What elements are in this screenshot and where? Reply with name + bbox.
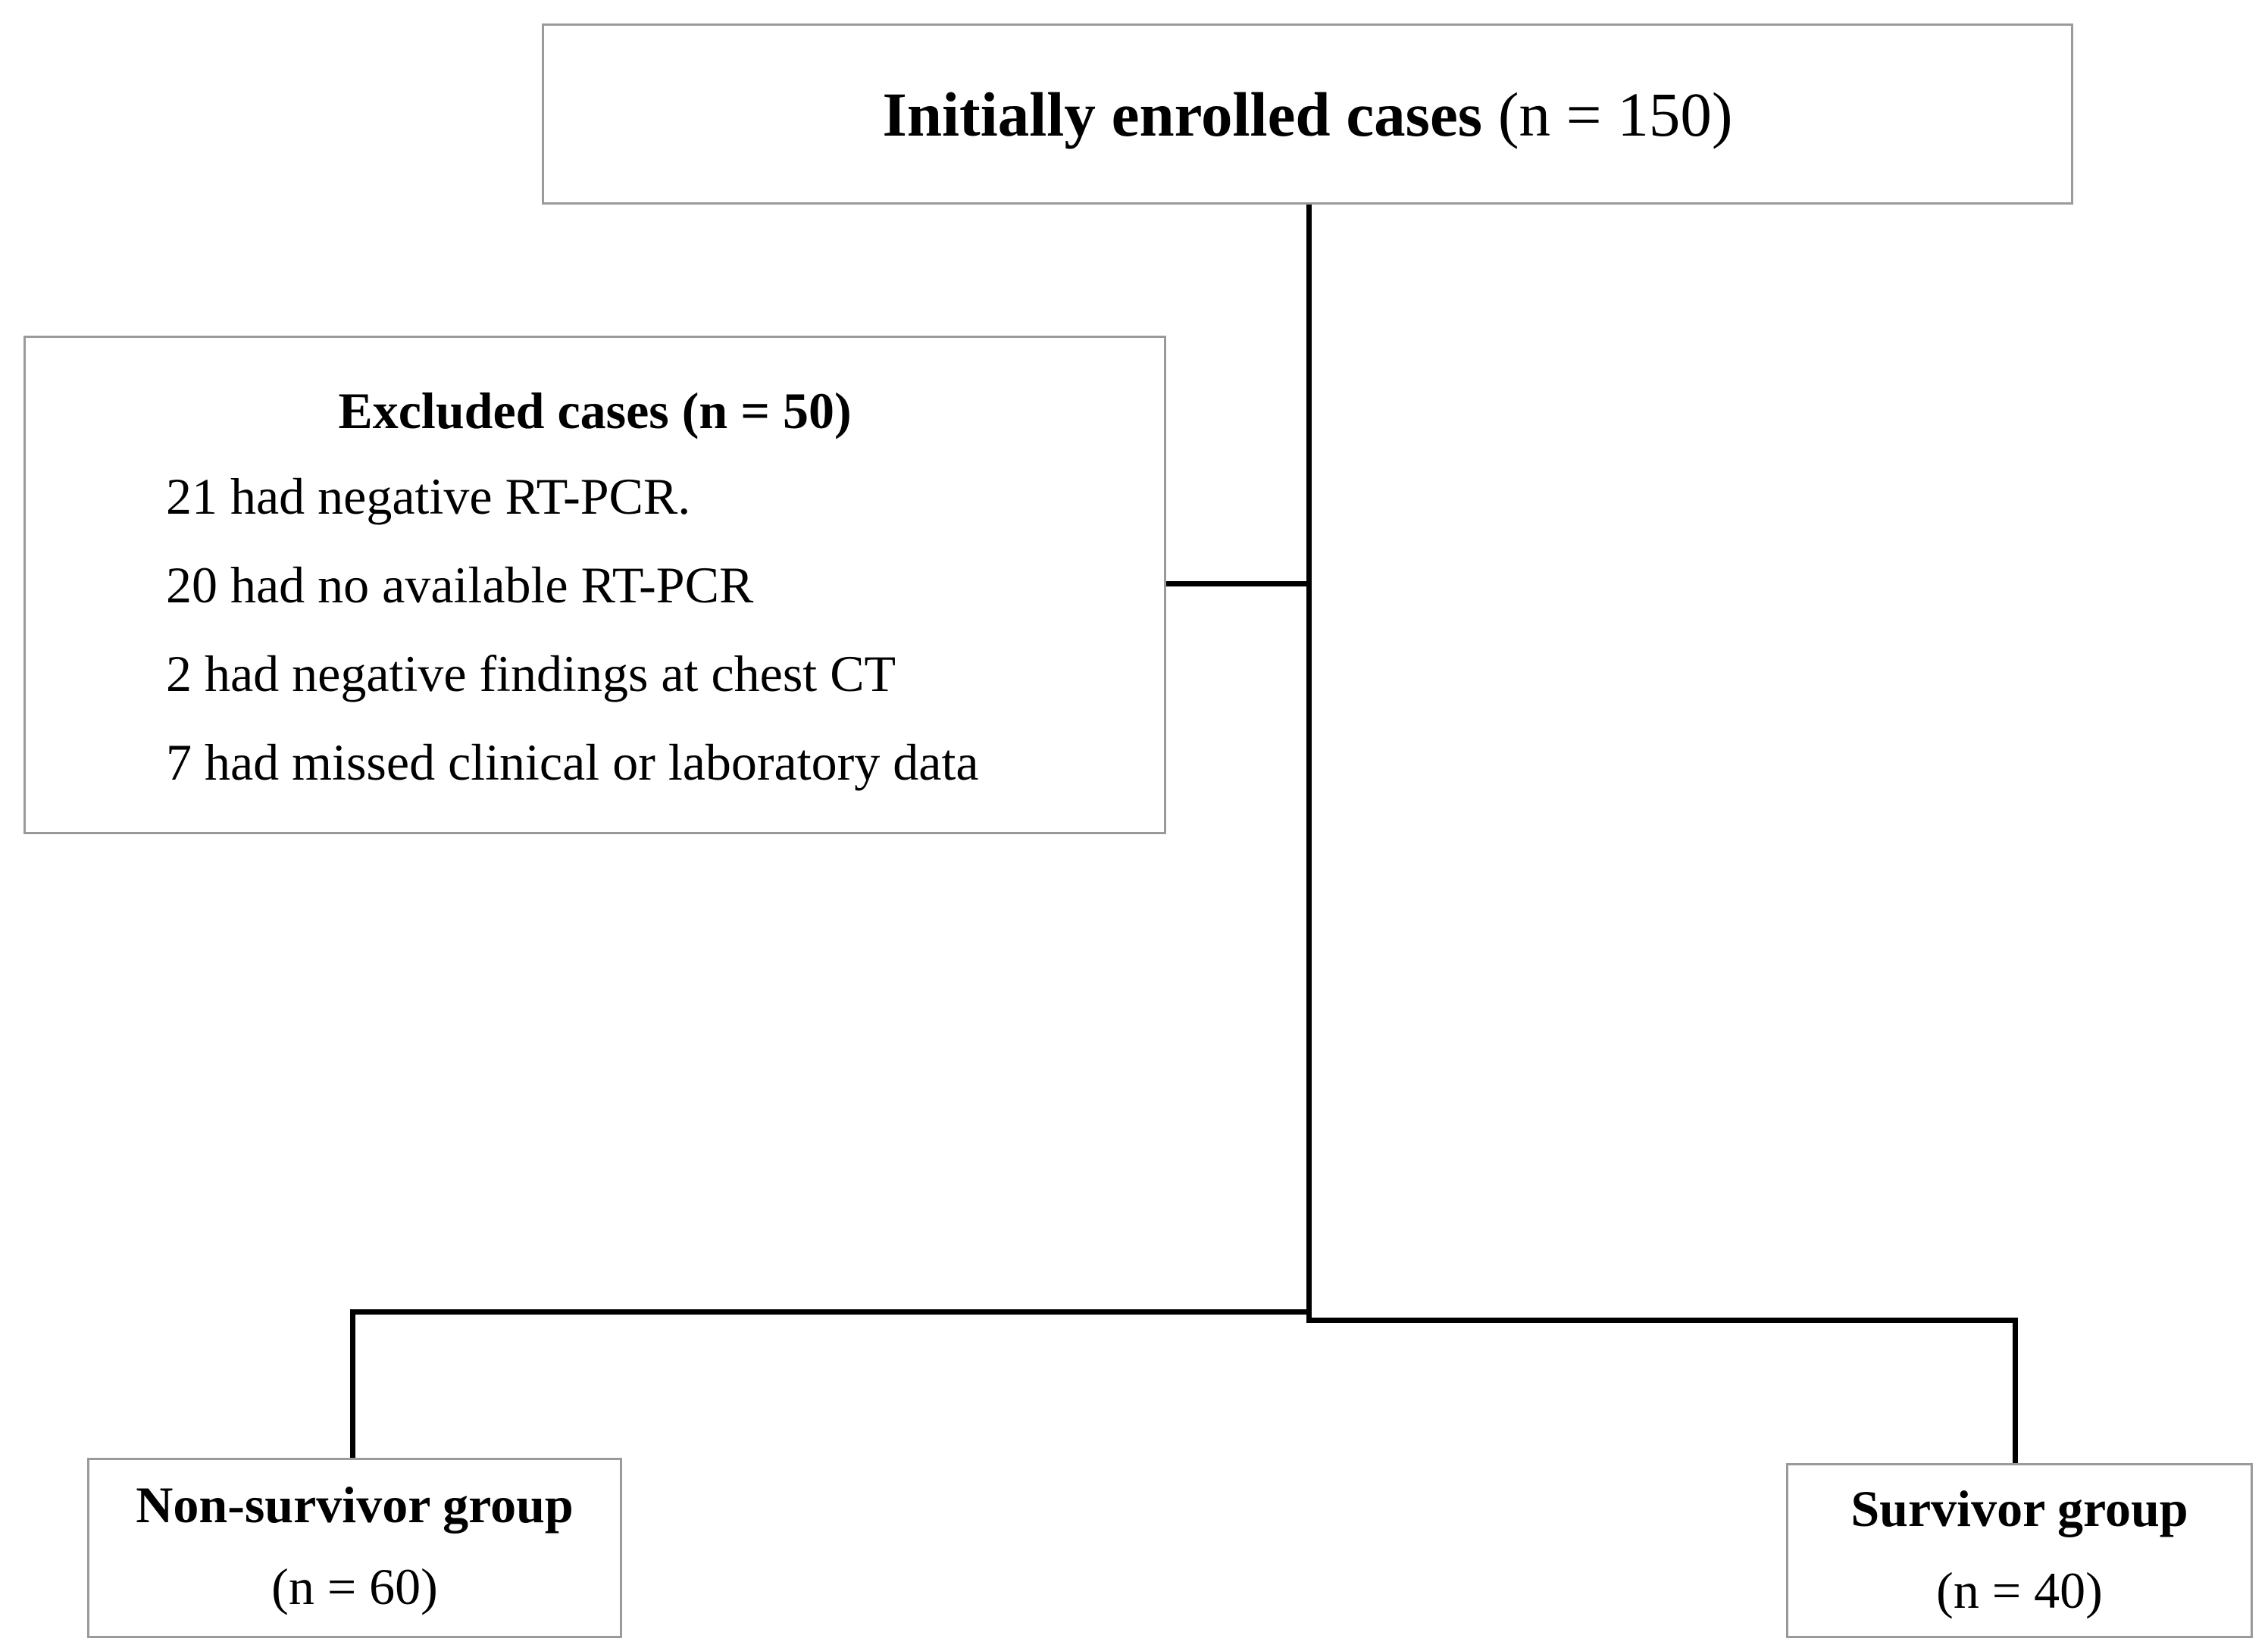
enrolled-cases-count: (n = 150) bbox=[1497, 79, 1733, 149]
connector-excluded bbox=[1166, 581, 1312, 586]
excluded-cases-box: Excluded cases (n = 50) 21 had negative … bbox=[23, 336, 1166, 834]
enrolled-cases-title: Initially enrolled cases bbox=[882, 79, 1483, 149]
connector-right-drop bbox=[2013, 1318, 2018, 1465]
connector-left-drop bbox=[350, 1309, 355, 1459]
connector-trunk bbox=[1306, 205, 1312, 1323]
excluded-reason-item: 21 had negative RT-PCR. bbox=[166, 467, 691, 525]
survivor-group-label: Survivor group bbox=[1850, 1480, 2188, 1537]
survivor-group-count: (n = 40) bbox=[1936, 1562, 2103, 1619]
excluded-reason-item: 20 had no available RT-PCR bbox=[166, 556, 754, 614]
survivor-group-box: Survivor group (n = 40) bbox=[1786, 1463, 2253, 1638]
enrolled-cases-box: Initially enrolled cases (n = 150) bbox=[542, 23, 2073, 205]
non-survivor-group-count: (n = 60) bbox=[271, 1558, 438, 1615]
excluded-reason-item: 7 had missed clinical or laboratory data bbox=[166, 733, 979, 791]
connector-left-horizontal bbox=[350, 1309, 1312, 1315]
non-survivor-group-label: Non-survivor group bbox=[136, 1476, 574, 1534]
connector-right-horizontal bbox=[1306, 1318, 2018, 1323]
non-survivor-group-box: Non-survivor group (n = 60) bbox=[87, 1458, 622, 1638]
excluded-reason-item: 2 had negative findings at chest CT bbox=[166, 645, 896, 702]
excluded-cases-title: Excluded cases (n = 50) bbox=[338, 382, 852, 439]
